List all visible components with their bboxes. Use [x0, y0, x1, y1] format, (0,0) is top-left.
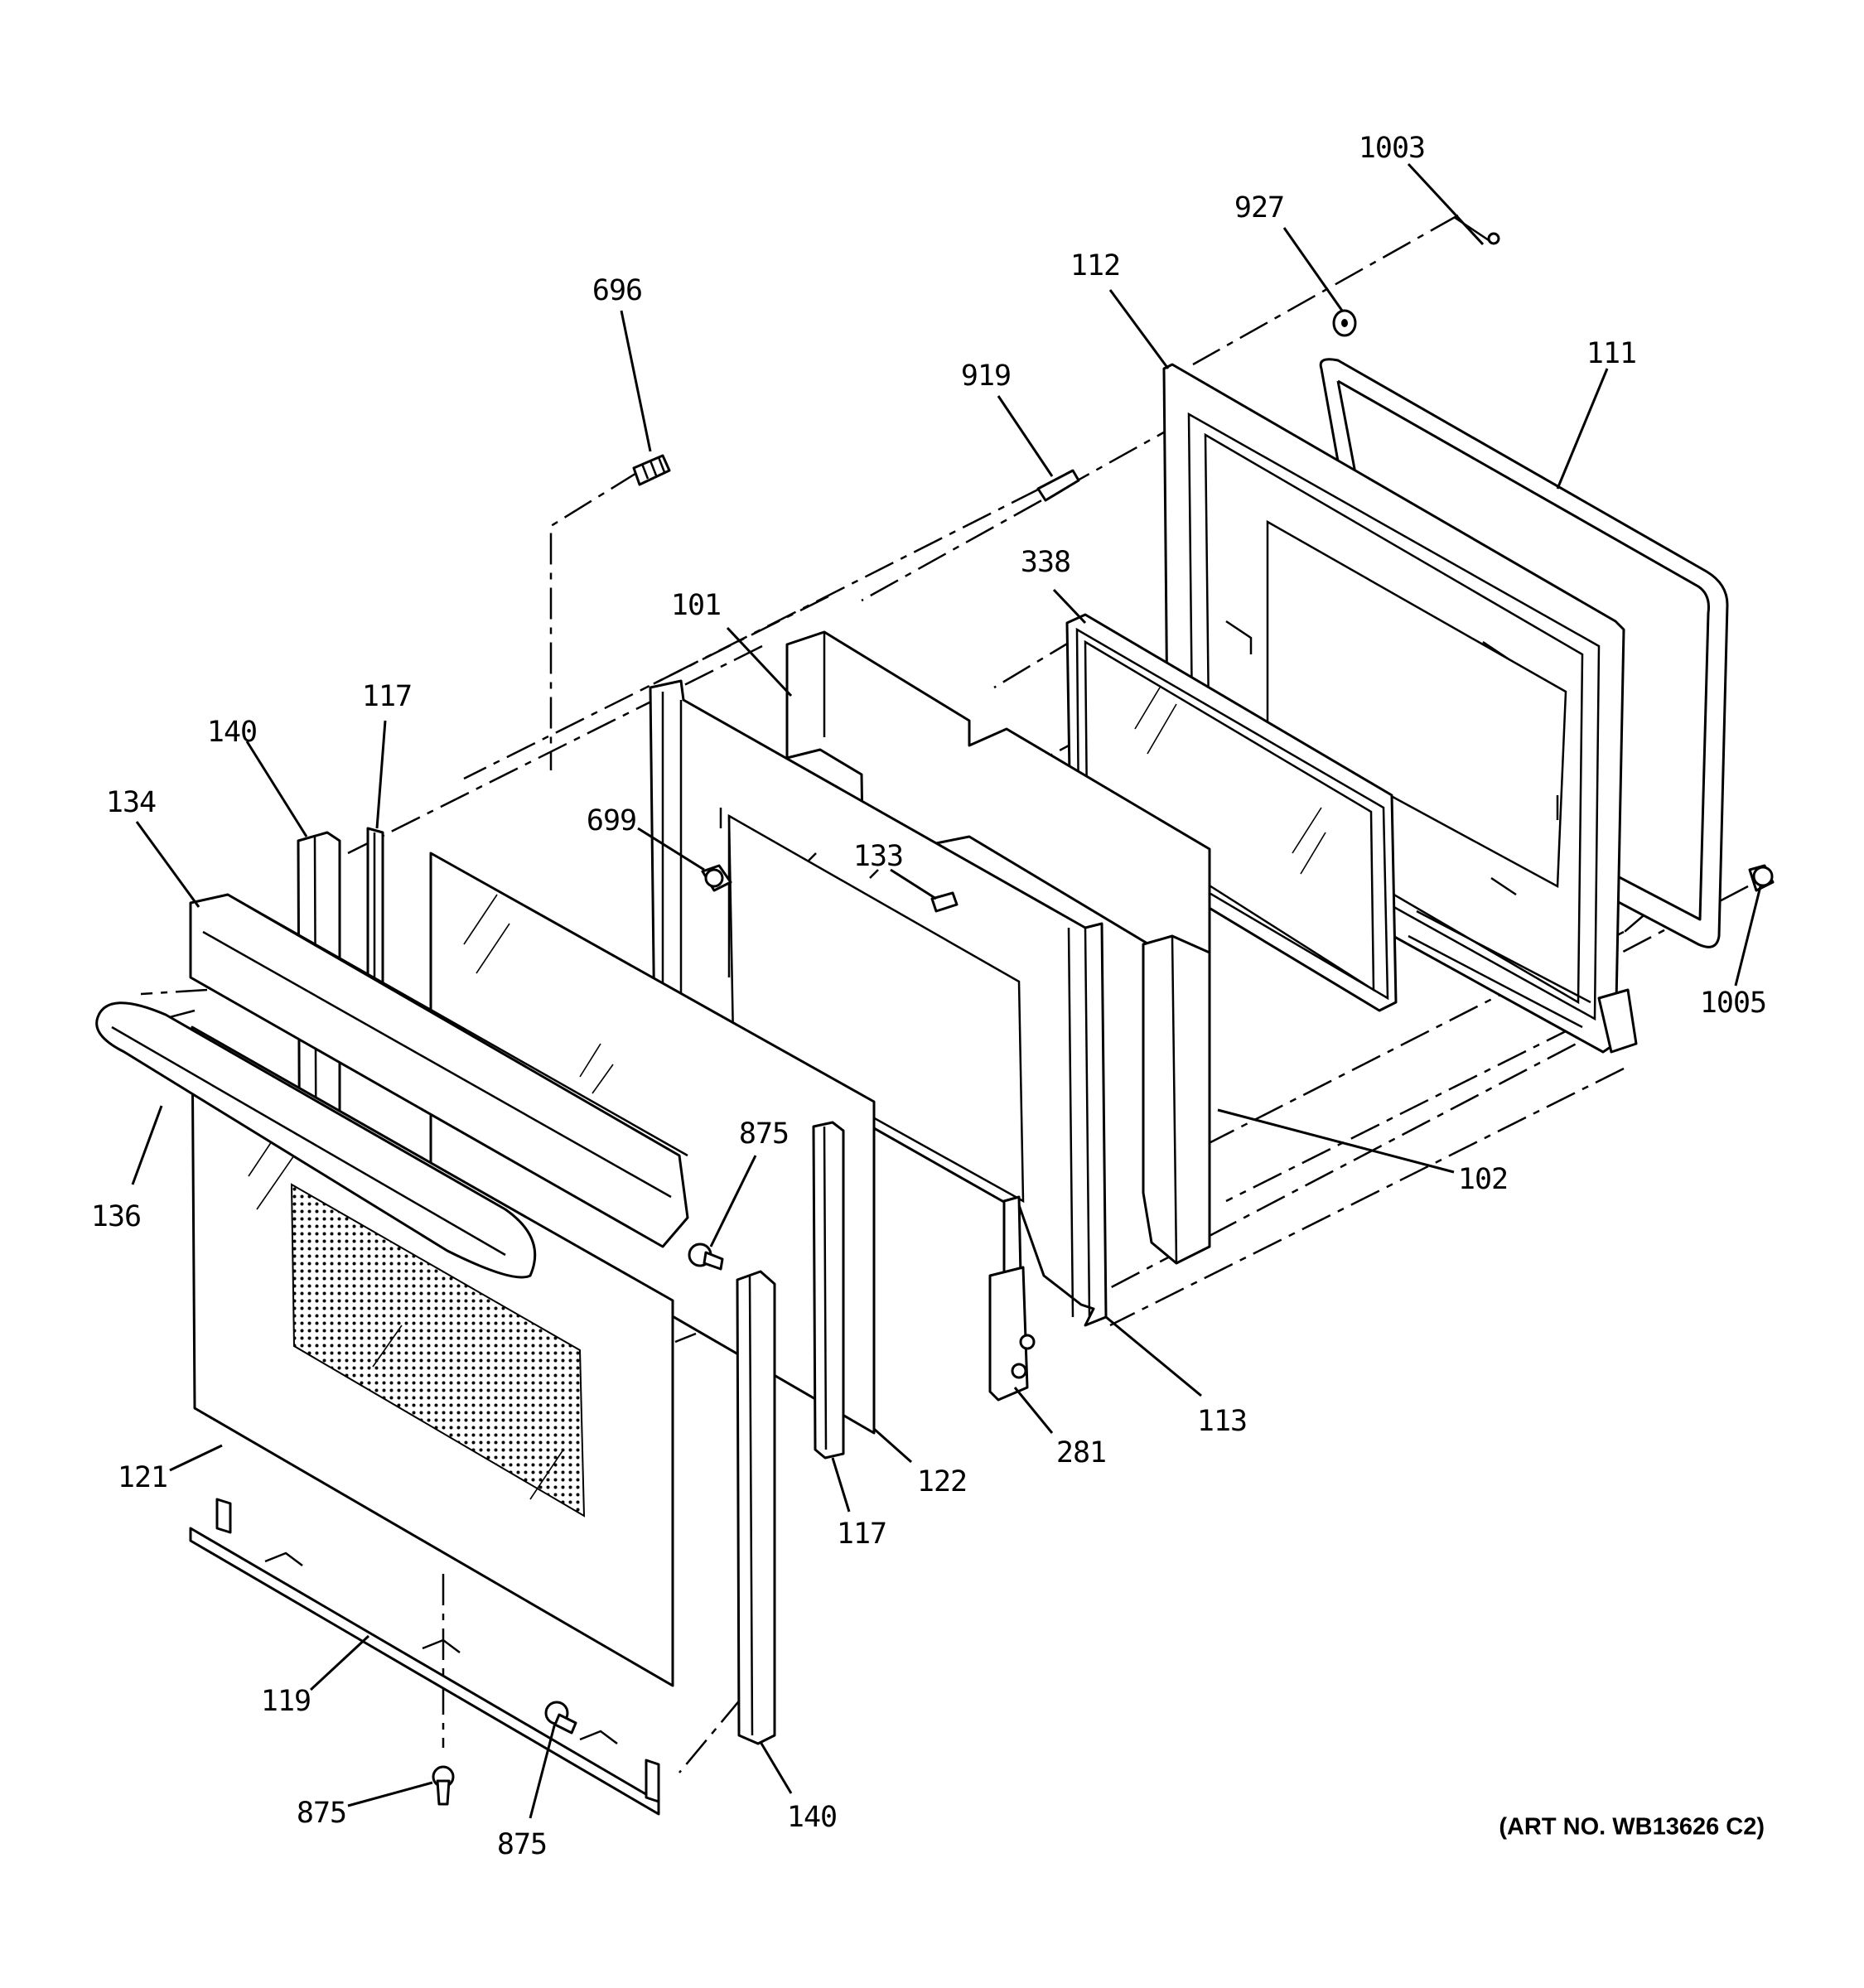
callout-133: 133 — [853, 840, 903, 873]
screw-875-bottom-left-icon — [432, 1765, 455, 1806]
washer-927-icon — [1332, 309, 1357, 337]
fasteners — [432, 215, 1775, 1806]
callout-134: 134 — [106, 786, 156, 819]
callout-111: 111 — [1586, 337, 1636, 370]
callout-1005: 1005 — [1700, 987, 1766, 1020]
callout-112: 112 — [1070, 249, 1120, 282]
callout-875-upper: 875 — [739, 1117, 789, 1151]
callout-140-lower: 140 — [787, 1801, 837, 1834]
callout-927: 927 — [1234, 191, 1284, 224]
screw-699-icon — [701, 864, 732, 892]
trim-140-lower — [736, 1270, 776, 1745]
callout-119: 119 — [261, 1685, 311, 1718]
art-number: (ART NO. WB13626 C2) — [1499, 1814, 1765, 1841]
screw-875-upper-icon — [688, 1242, 724, 1271]
callout-136: 136 — [91, 1200, 141, 1233]
callout-117-upper: 117 — [362, 680, 412, 713]
callout-875-bottom-left: 875 — [297, 1797, 346, 1830]
callout-699: 699 — [587, 804, 636, 837]
screw-875-bottom-middle-icon — [544, 1701, 577, 1735]
inner-door-liner-112 — [1162, 363, 1638, 1054]
screw-696-icon — [632, 454, 671, 486]
channel-117-lower — [812, 1121, 845, 1460]
callout-1003: 1003 — [1359, 132, 1425, 165]
front-door-panel-121 — [191, 1025, 674, 1687]
callout-140-upper: 140 — [207, 716, 257, 749]
callout-102: 102 — [1458, 1163, 1508, 1196]
callout-122: 122 — [917, 1465, 967, 1498]
callout-117-lower: 117 — [837, 1518, 886, 1551]
callout-919: 919 — [961, 359, 1011, 393]
leader-lines — [131, 162, 1762, 1819]
callout-696: 696 — [592, 274, 642, 307]
door-handle-136 — [95, 1001, 537, 1279]
window-glass-338 — [1065, 613, 1398, 1012]
callout-338: 338 — [1021, 546, 1070, 579]
callout-113: 113 — [1197, 1405, 1247, 1438]
screw-1005-icon — [1748, 864, 1775, 892]
callout-875-bottom-middle: 875 — [497, 1828, 547, 1861]
door-hinge-281 — [988, 1195, 1036, 1402]
callout-281: 281 — [1056, 1436, 1106, 1469]
vent-trim-134 — [189, 893, 689, 1248]
callout-121: 121 — [118, 1461, 167, 1494]
pin-919-icon — [1036, 469, 1080, 502]
callout-labels: 1003 927 696 112 111 919 338 101 117 140… — [91, 132, 1767, 1861]
clip-133-icon — [930, 891, 959, 913]
bottom-bracket-119 — [189, 1498, 660, 1816]
callout-101: 101 — [671, 589, 721, 622]
